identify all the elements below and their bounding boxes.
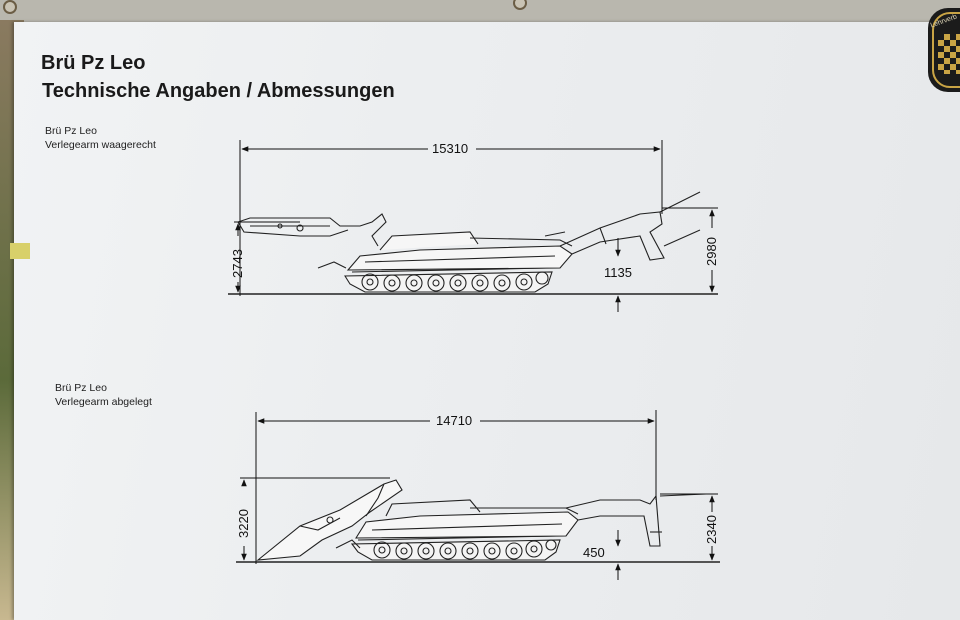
vehicle-top-horizontal-arm (228, 191, 718, 295)
road-wheels-top (361, 271, 549, 292)
page-subtitle: Technische Angaben / Abmessungen (42, 80, 395, 102)
dim-top-clearance: 1135 (604, 265, 632, 280)
dim-bottom-length: 14710 (436, 413, 472, 428)
caption-top-line1: Brü Pz Leo (45, 125, 97, 137)
dim-bottom-arm-height: 2340 (704, 515, 719, 544)
grommet-left (3, 0, 17, 14)
dim-bottom-height: 3220 (236, 509, 251, 538)
vehicle-bottom-lowered-arm (236, 479, 720, 563)
unit-emblem: Lehrverb (928, 8, 960, 92)
grommet-center (513, 0, 527, 10)
dimensions-top (234, 140, 718, 312)
caption-bottom-line2: Verlegearm abgelegt (55, 396, 152, 408)
dim-bottom-clearance: 450 (583, 545, 605, 560)
dimensions-bottom (240, 410, 718, 580)
caption-top-line2: Verlegearm waagerecht (45, 139, 156, 151)
dim-top-height: 2743 (230, 249, 245, 278)
page-title: Brü Pz Leo (41, 52, 146, 74)
dim-top-arm-height: 2980 (704, 237, 719, 266)
road-wheels-bottom (373, 539, 557, 560)
caption-bottom-line1: Brü Pz Leo (55, 382, 107, 394)
tape-strip (10, 243, 30, 259)
checkered-shield-icon (938, 34, 960, 74)
dim-top-length: 15310 (432, 141, 468, 156)
